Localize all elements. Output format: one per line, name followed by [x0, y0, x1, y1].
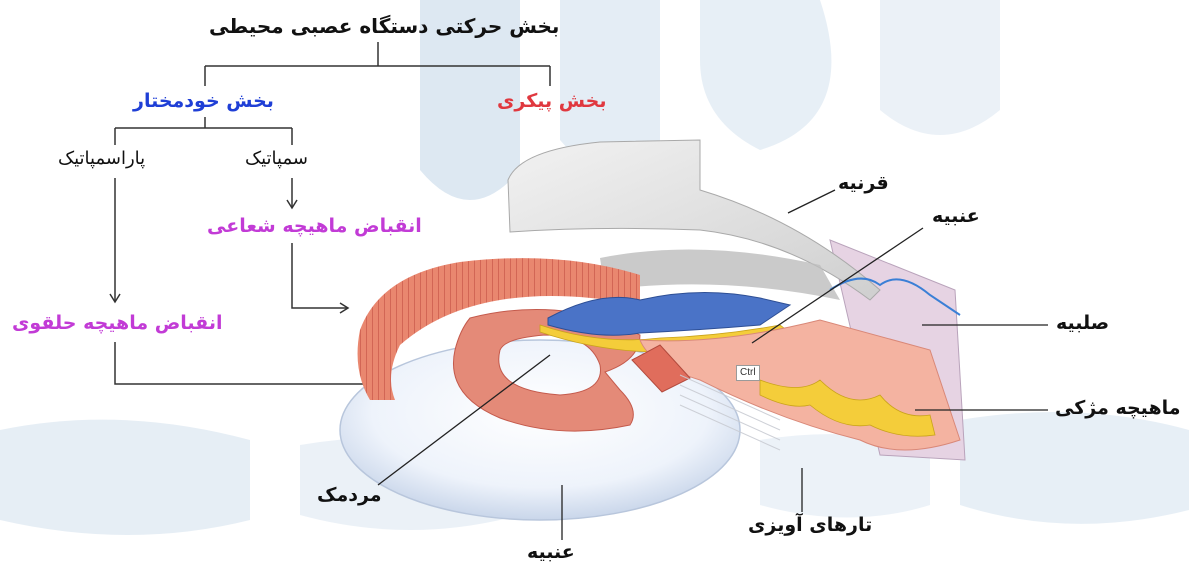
ctrl-tooltip: Ctrl	[736, 365, 760, 381]
autonomic-label: بخش خودمختار	[133, 90, 274, 112]
parasympathetic-label: پاراسمپاتیک	[58, 148, 145, 169]
sympathetic-label: سمپاتیک	[245, 148, 308, 169]
radial-contraction-label: انقباض ماهیچه شعاعی	[207, 215, 422, 237]
suspensory-ligaments-label: تارهای آویزی	[748, 514, 872, 536]
somatic-label: بخش پیکری	[497, 90, 606, 112]
eye-illustration	[340, 140, 1048, 540]
sclera-label: صلبیه	[1056, 312, 1109, 334]
iris-bottom-label: عنبیه	[527, 541, 575, 563]
ciliary-muscle-label: ماهیچه مژکی	[1055, 397, 1181, 419]
title: بخش حرکتی دستگاه عصبی محیطی	[209, 14, 559, 38]
circular-contraction-label: انقباض ماهیچه حلقوی	[12, 312, 223, 334]
cornea-label: قرنیه	[838, 172, 889, 194]
iris-top-label: عنبیه	[932, 205, 980, 227]
pupil-label: مردمک	[317, 484, 382, 506]
